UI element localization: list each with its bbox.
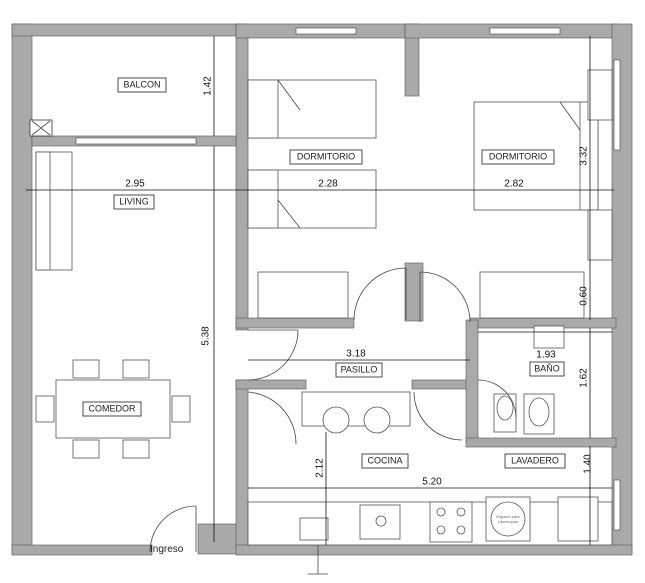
room-label-cocina: COCINA — [367, 455, 402, 465]
room-label-bano: BAÑO — [534, 363, 560, 373]
room-label-lavadero: LAVADERO — [511, 455, 559, 465]
dim-cocina-height: 2.12 — [315, 458, 326, 478]
dim-lavadero-height: 1.40 — [583, 454, 594, 474]
room-label-living: LIVING — [119, 196, 149, 206]
room-labels: BALCON DORMITORIO DORMITORIO LIVING COME… — [82, 77, 566, 469]
dim-closet-depth: 0.60 — [579, 286, 590, 306]
room-label-pasillo: PASILLO — [341, 364, 378, 374]
furniture: Espacio para Lavarropas — [35, 69, 613, 546]
room-label-balcon: BALCON — [123, 79, 160, 89]
windows — [75, 27, 621, 531]
entry-gas-meter-icon — [308, 545, 328, 575]
dim-living-width: 2.95 — [125, 179, 145, 190]
dim-dorm2-height: 3.32 — [579, 146, 590, 166]
entry-label: Ingreso — [150, 544, 184, 555]
dim-pasillo-length: 3.18 — [346, 349, 366, 360]
dim-dorm1-width: 2.28 — [318, 179, 338, 190]
dimension-labels: 1.42 2.95 2.28 2.82 3.32 0.60 5.38 3.18 … — [125, 76, 593, 488]
washer-note-line-2: Lavarropas — [498, 519, 518, 524]
room-label-dormitorio-1: DORMITORIO — [297, 151, 355, 161]
dim-living-height: 5.38 — [201, 326, 212, 346]
dim-balcon-height: 1.42 — [203, 76, 214, 96]
doors — [149, 267, 517, 553]
dim-bano-height: 1.62 — [579, 368, 590, 388]
dim-dorm2-width: 2.82 — [504, 179, 524, 190]
dimension-lines — [26, 36, 614, 545]
washer-note-line-1: Espacio para — [496, 514, 520, 519]
dim-cocina-length: 5.20 — [422, 477, 442, 488]
room-label-comedor: COMEDOR — [89, 403, 137, 413]
dim-bano-width: 1.93 — [536, 350, 556, 361]
room-label-dormitorio-2: DORMITORIO — [489, 151, 547, 161]
